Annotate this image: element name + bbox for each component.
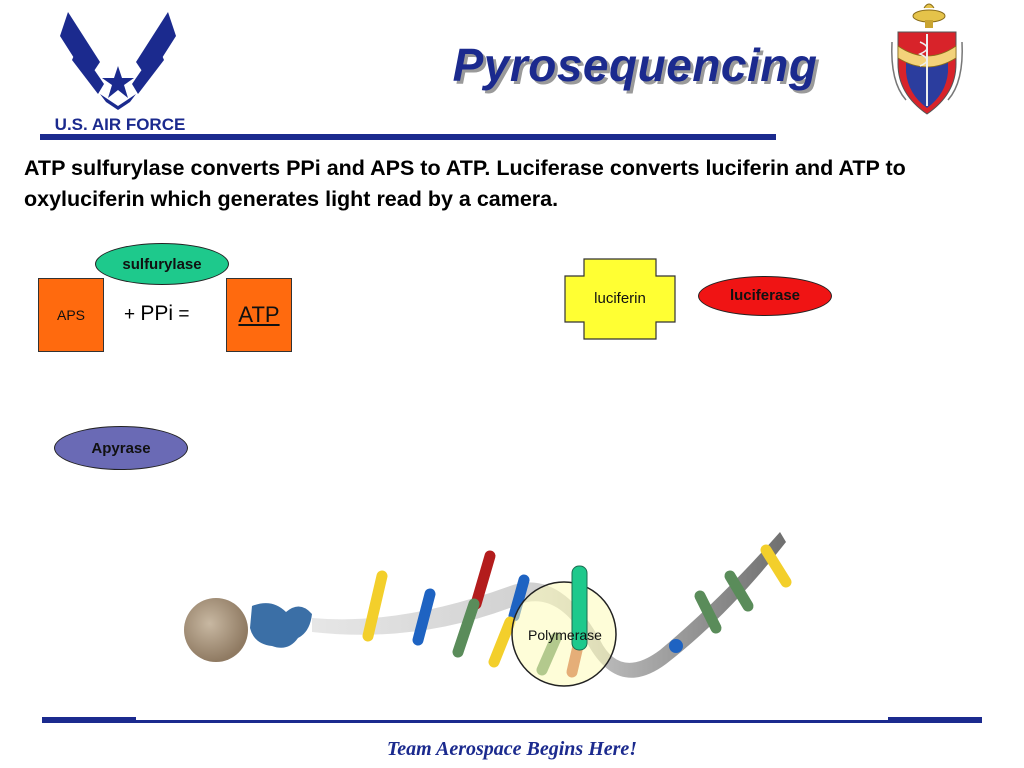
atp-box: ATP — [226, 278, 292, 352]
polymerase-circle — [511, 581, 617, 687]
luciferin-label: luciferin — [594, 290, 646, 307]
equals-sign: = — [178, 304, 190, 325]
base-red-1 — [470, 550, 496, 610]
base-green-4 — [724, 570, 754, 612]
bead — [184, 598, 248, 662]
base-blue-3 — [669, 639, 683, 653]
luciferin-cross-shape — [564, 258, 676, 340]
footer-rule — [888, 717, 982, 723]
base-blue-2 — [508, 574, 530, 622]
sulfurylase-label: sulfurylase — [122, 255, 202, 273]
reaction-equation: + PPi = — [124, 302, 189, 326]
air-force-logo: U.S. AIR FORCE — [55, 12, 186, 134]
luciferase-enzyme: luciferase — [698, 276, 832, 316]
plus-sign: + — [124, 304, 136, 325]
footer-rule — [136, 720, 888, 723]
page-title: Pyrosequencing — [452, 39, 818, 91]
polymerase-label: Polymerase — [528, 627, 602, 643]
incoming-nucleotide — [571, 565, 588, 651]
base-yellow-3 — [760, 544, 792, 588]
luciferase-label: luciferase — [729, 287, 801, 304]
footer-rule — [42, 717, 136, 723]
apyrase-enzyme: Apyrase — [54, 426, 188, 470]
apyrase-label: Apyrase — [91, 439, 151, 457]
dna-polymerase-illustration — [184, 532, 792, 687]
logo-wordmark: U.S. AIR FORCE — [55, 115, 186, 134]
aps-label: APS — [56, 307, 85, 323]
base-yellow-2 — [488, 616, 516, 668]
description-text: ATP sulfurylase converts PPi and APS to … — [24, 156, 906, 211]
sulfurylase-enzyme: sulfurylase — [95, 243, 229, 285]
base-green-1 — [452, 598, 480, 658]
linker-blob — [250, 603, 312, 648]
header-rule — [40, 134, 776, 140]
atp-label: ATP — [238, 302, 280, 327]
medical-crest-icon — [891, 3, 963, 115]
base-green-3 — [694, 590, 722, 634]
footer-slogan: Team Aerospace Begins Here! — [386, 738, 638, 760]
base-yellow-1 — [362, 570, 388, 642]
aps-box: APS — [38, 278, 104, 352]
base-blue-1 — [412, 588, 436, 646]
ppi-label: PPi — [140, 302, 174, 325]
